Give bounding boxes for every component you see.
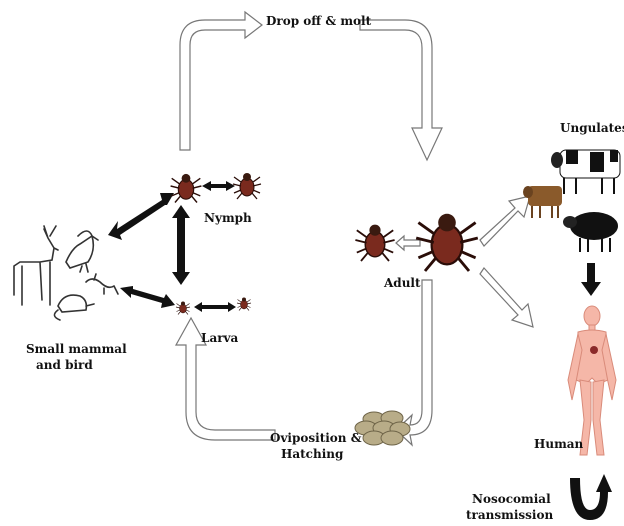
- deer-icon: [14, 226, 58, 305]
- cow-bw-icon: [551, 150, 620, 194]
- drop-off-molt-label: Drop off & molt: [266, 14, 371, 28]
- small-mammal-label-line2: and bird: [36, 358, 93, 372]
- egg-cluster-icon: [355, 411, 410, 445]
- host-to-nymph-arrow: [108, 193, 174, 240]
- adult-to-ungulates-arrow: [480, 196, 530, 246]
- ungulates-label: Ungulates: [560, 121, 624, 135]
- human-body-icon: [568, 306, 616, 455]
- nosocomial-uturn-arrow: [570, 474, 612, 520]
- drop-to-adult-arrow: [360, 20, 442, 160]
- adult-label: Adult: [384, 276, 421, 290]
- nosocomial-label-line1: Nosocomial: [472, 492, 551, 506]
- adult-tick-large-icon: [416, 214, 478, 271]
- oviposition-label-line1: Oviposition &: [270, 431, 362, 445]
- nymph-tick-1-icon: [171, 174, 202, 203]
- nymph-larva-arrow: [172, 205, 190, 285]
- larva-tick-2-icon: [237, 298, 251, 311]
- nymph-to-drop-arrow: [180, 12, 262, 150]
- ungulates-to-human-arrow: [581, 263, 601, 296]
- bird-icon: [66, 231, 98, 272]
- larva-tick-1-icon: [176, 302, 190, 315]
- rodent-icon: [54, 295, 94, 320]
- larva-larva-arrow: [194, 302, 236, 312]
- small-mammal-label-line1: Small mammal: [26, 342, 127, 356]
- nymph-tick-2-icon: [233, 173, 261, 199]
- small-mammal-bird-icons: [14, 226, 118, 320]
- adult-tick-small-icon: [355, 225, 394, 261]
- oviposition-label-line2: Hatching: [281, 447, 343, 461]
- sheep-icon: [563, 212, 618, 252]
- nymph-label: Nymph: [204, 211, 252, 225]
- cycle-arrows: [176, 12, 533, 445]
- cow-brown-icon: [523, 186, 562, 218]
- nosocomial-label-line2: transmission: [466, 508, 553, 522]
- nymph-nymph-arrow: [202, 181, 235, 191]
- larva-label: Larva: [201, 331, 238, 345]
- adult-to-human-arrow: [480, 268, 533, 327]
- host-to-larva-arrow: [120, 286, 175, 308]
- ungulates-icons: [523, 150, 620, 252]
- lizard-icon: [86, 274, 118, 294]
- human-label: Human: [534, 437, 583, 451]
